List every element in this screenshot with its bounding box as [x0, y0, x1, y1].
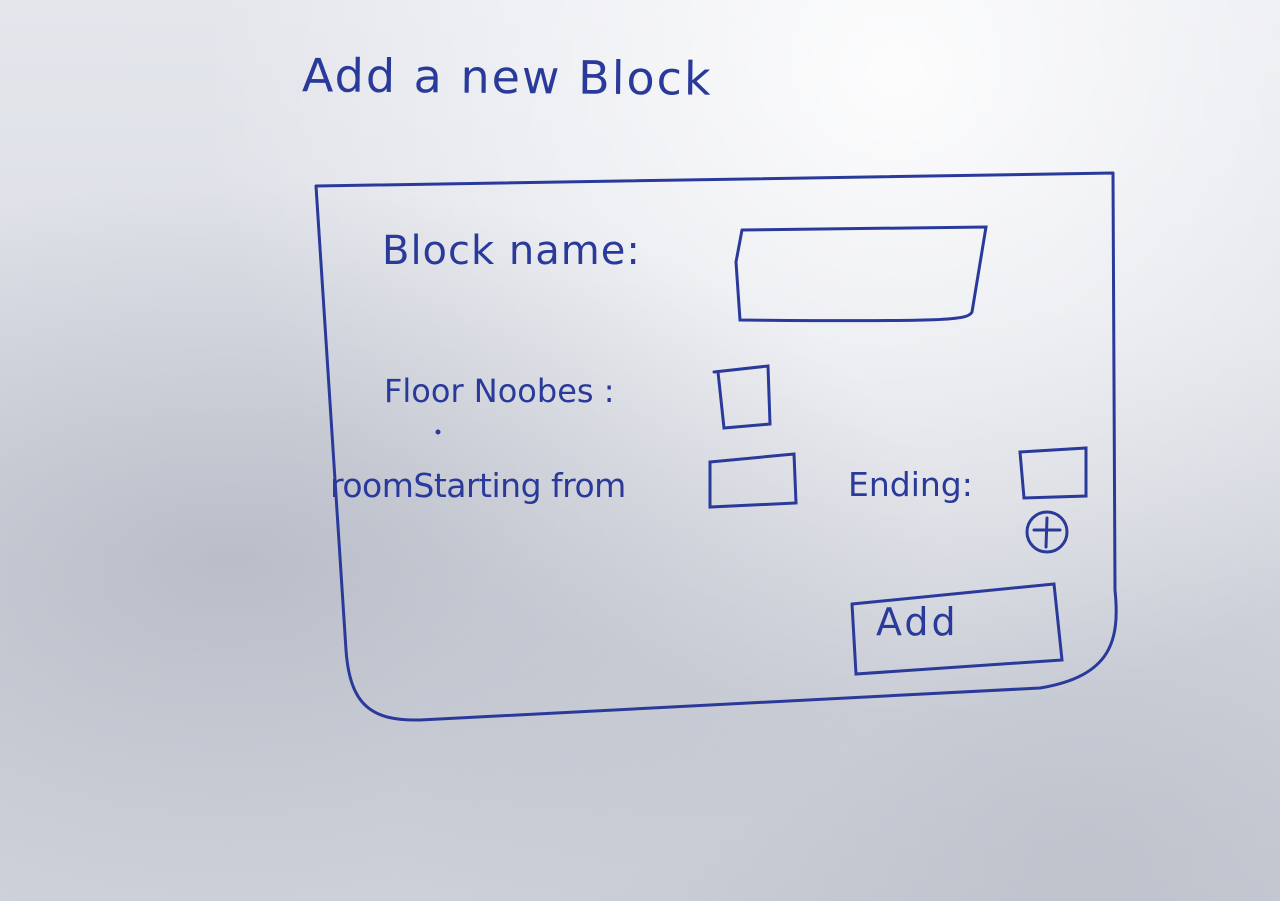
add-room-range-button[interactable] [1022, 510, 1072, 554]
room-start-label: roomStarting from [330, 466, 626, 505]
block-name-label: Block name: [382, 228, 641, 274]
floor-numbers-input[interactable] [714, 368, 770, 426]
block-name-input[interactable] [740, 232, 980, 318]
ink-dot [435, 429, 441, 435]
room-end-input[interactable] [1020, 448, 1086, 498]
form-frame [314, 171, 1118, 722]
room-end-label: Ending: [848, 465, 973, 504]
room-start-input[interactable] [709, 455, 795, 505]
floor-numbers-label: Floor Noobes : [384, 372, 615, 410]
add-button[interactable] [852, 585, 1064, 673]
plus-circle-icon [1025, 510, 1069, 554]
add-button-box [850, 582, 1064, 676]
